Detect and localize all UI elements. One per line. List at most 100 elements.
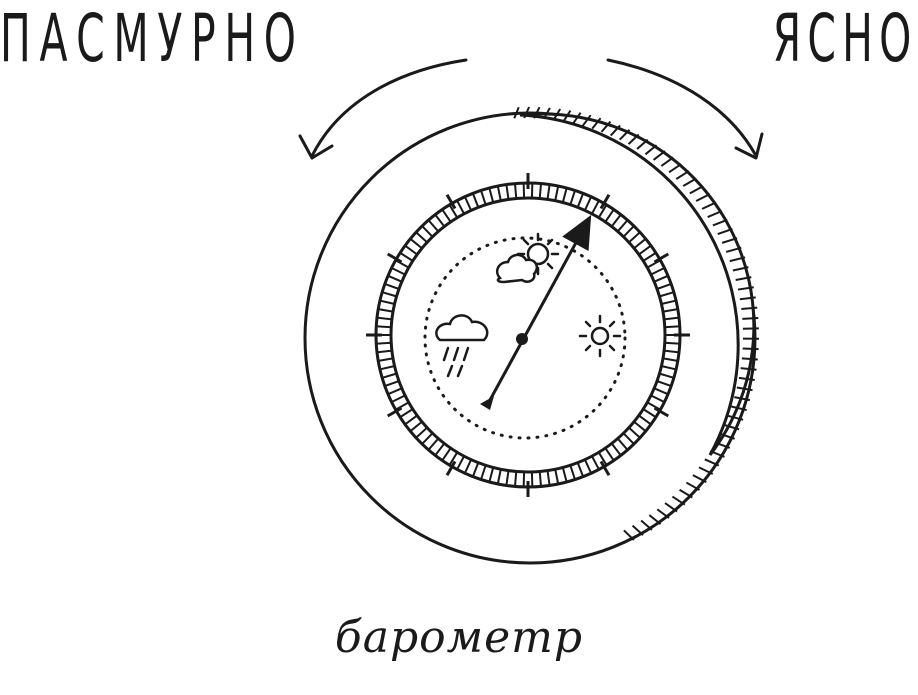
ring-hatch-line: [655, 389, 667, 394]
ring-hatch-line: [618, 221, 627, 231]
ring-hatch-line: [540, 185, 541, 198]
ring-hatch-line: [658, 284, 670, 288]
ring-hatch-line: [473, 194, 478, 206]
ring-hatch-line: [665, 318, 678, 319]
ring-hatch-line: [377, 343, 390, 344]
ring-hatch-line: [578, 464, 583, 476]
ring-hatch-line: [389, 276, 401, 281]
ring-hatch-line: [665, 351, 678, 352]
ring-hatch-line: [423, 227, 432, 236]
ring-hatch-line: [563, 189, 566, 202]
rim-hatch-line: [743, 348, 759, 349]
ring-hatch-line: [644, 253, 655, 260]
ring-hatch-line: [548, 186, 550, 199]
case-rim-band: [520, 114, 754, 455]
rim-hatch-line: [649, 515, 660, 524]
ring-hatch-line: [585, 461, 590, 473]
ring-hatch-line: [548, 472, 550, 485]
rim-hatch-line: [741, 308, 757, 309]
ring-hatch-line: [498, 470, 501, 483]
ring-hatch-line: [640, 246, 651, 254]
ring-hatch-line: [635, 422, 645, 430]
ring-hatch-line: [381, 301, 394, 304]
ring-hatch-line: [606, 210, 613, 221]
dial-ring-hatching: [377, 184, 679, 486]
ring-hatch-line: [411, 422, 421, 430]
ring-hatch-line: [436, 215, 444, 225]
ring-hatch-line: [578, 194, 583, 206]
ring-hatch-line: [429, 439, 438, 449]
ring-hatch-line: [592, 201, 598, 212]
rim-hatch-line: [742, 358, 758, 359]
ring-hatch-line: [417, 428, 427, 437]
ring-hatch-line: [660, 292, 672, 296]
ring-hatch-line: [507, 472, 509, 485]
rim-hatch-line: [657, 509, 669, 518]
needle-pivot: [516, 333, 528, 345]
ring-hatch-line: [624, 434, 633, 443]
ring-hatch-line: [458, 457, 464, 468]
ring-hatch-line: [465, 198, 470, 210]
ring-hatch-line: [571, 466, 575, 478]
ring-hatch-line: [401, 410, 412, 417]
dial-ring: [366, 173, 690, 497]
ring-hatch-line: [379, 309, 392, 311]
ring-hatch-line: [644, 410, 655, 417]
ring-hatch-line: [652, 396, 664, 402]
ring-hatch-line: [386, 381, 398, 385]
ring-hatch-line: [443, 449, 450, 460]
ring-hatch-line: [481, 466, 485, 478]
ring-hatch-line: [618, 439, 627, 449]
ring-hatch-line: [392, 268, 404, 274]
ring-hatch-line: [465, 461, 470, 473]
ring-hatch-line: [377, 326, 390, 327]
ring-hatch-line: [490, 468, 493, 481]
ring-hatch-line: [666, 326, 679, 327]
ring-hatch-line: [652, 268, 664, 274]
ring-hatch-line: [386, 284, 398, 288]
ring-hatch-line: [660, 374, 672, 378]
ring-hatch-line: [406, 246, 417, 254]
ring-hatch-line: [383, 374, 395, 378]
rim-hatch-line: [672, 497, 684, 505]
ring-hatch-line: [473, 464, 478, 476]
ring-hatch-line: [640, 416, 651, 424]
ring-hatch-line: [490, 189, 493, 202]
ring-hatch-line: [664, 359, 677, 361]
ring-hatch-line: [563, 468, 566, 481]
ring-hatch-line: [662, 366, 675, 369]
ring-hatch-line: [458, 201, 464, 212]
ring-hatch-line: [662, 301, 675, 304]
ring-hatch-line: [383, 292, 395, 296]
arrow-left-icon: [312, 60, 466, 156]
ring-hatch-line: [624, 227, 633, 236]
ring-hatch-line: [498, 187, 501, 200]
rim-hatch-line: [742, 318, 758, 319]
ring-hatch-line: [411, 239, 421, 247]
ring-hatch-line: [378, 351, 391, 352]
case-rim-hatching: [514, 107, 759, 540]
ring-hatch-line: [381, 366, 394, 369]
ring-hatch-line: [555, 470, 558, 483]
ring-hatch-line: [606, 449, 613, 460]
sun-icon: [580, 316, 620, 356]
ring-hatch-line: [515, 185, 516, 198]
ring-hatch-line: [401, 253, 412, 260]
ring-hatch-line: [423, 434, 432, 443]
ring-hatch-line: [443, 210, 450, 221]
ring-hatch-line: [630, 233, 640, 242]
ring-hatch-line: [406, 416, 417, 424]
ring-hatch-line: [585, 198, 590, 210]
rain-cloud-icon: [436, 315, 487, 376]
ring-hatch-line: [666, 343, 679, 344]
ring-hatch-line: [658, 381, 670, 385]
ring-hatch-line: [481, 191, 485, 203]
ring-hatch-line: [540, 472, 541, 485]
ring-hatch-line: [555, 187, 558, 200]
ring-hatch-line: [507, 186, 509, 199]
caption-barometer: барометр: [0, 612, 918, 663]
ring-hatch-line: [635, 239, 645, 247]
ring-hatch-line: [379, 359, 392, 361]
rim-hatch-line: [633, 526, 643, 536]
